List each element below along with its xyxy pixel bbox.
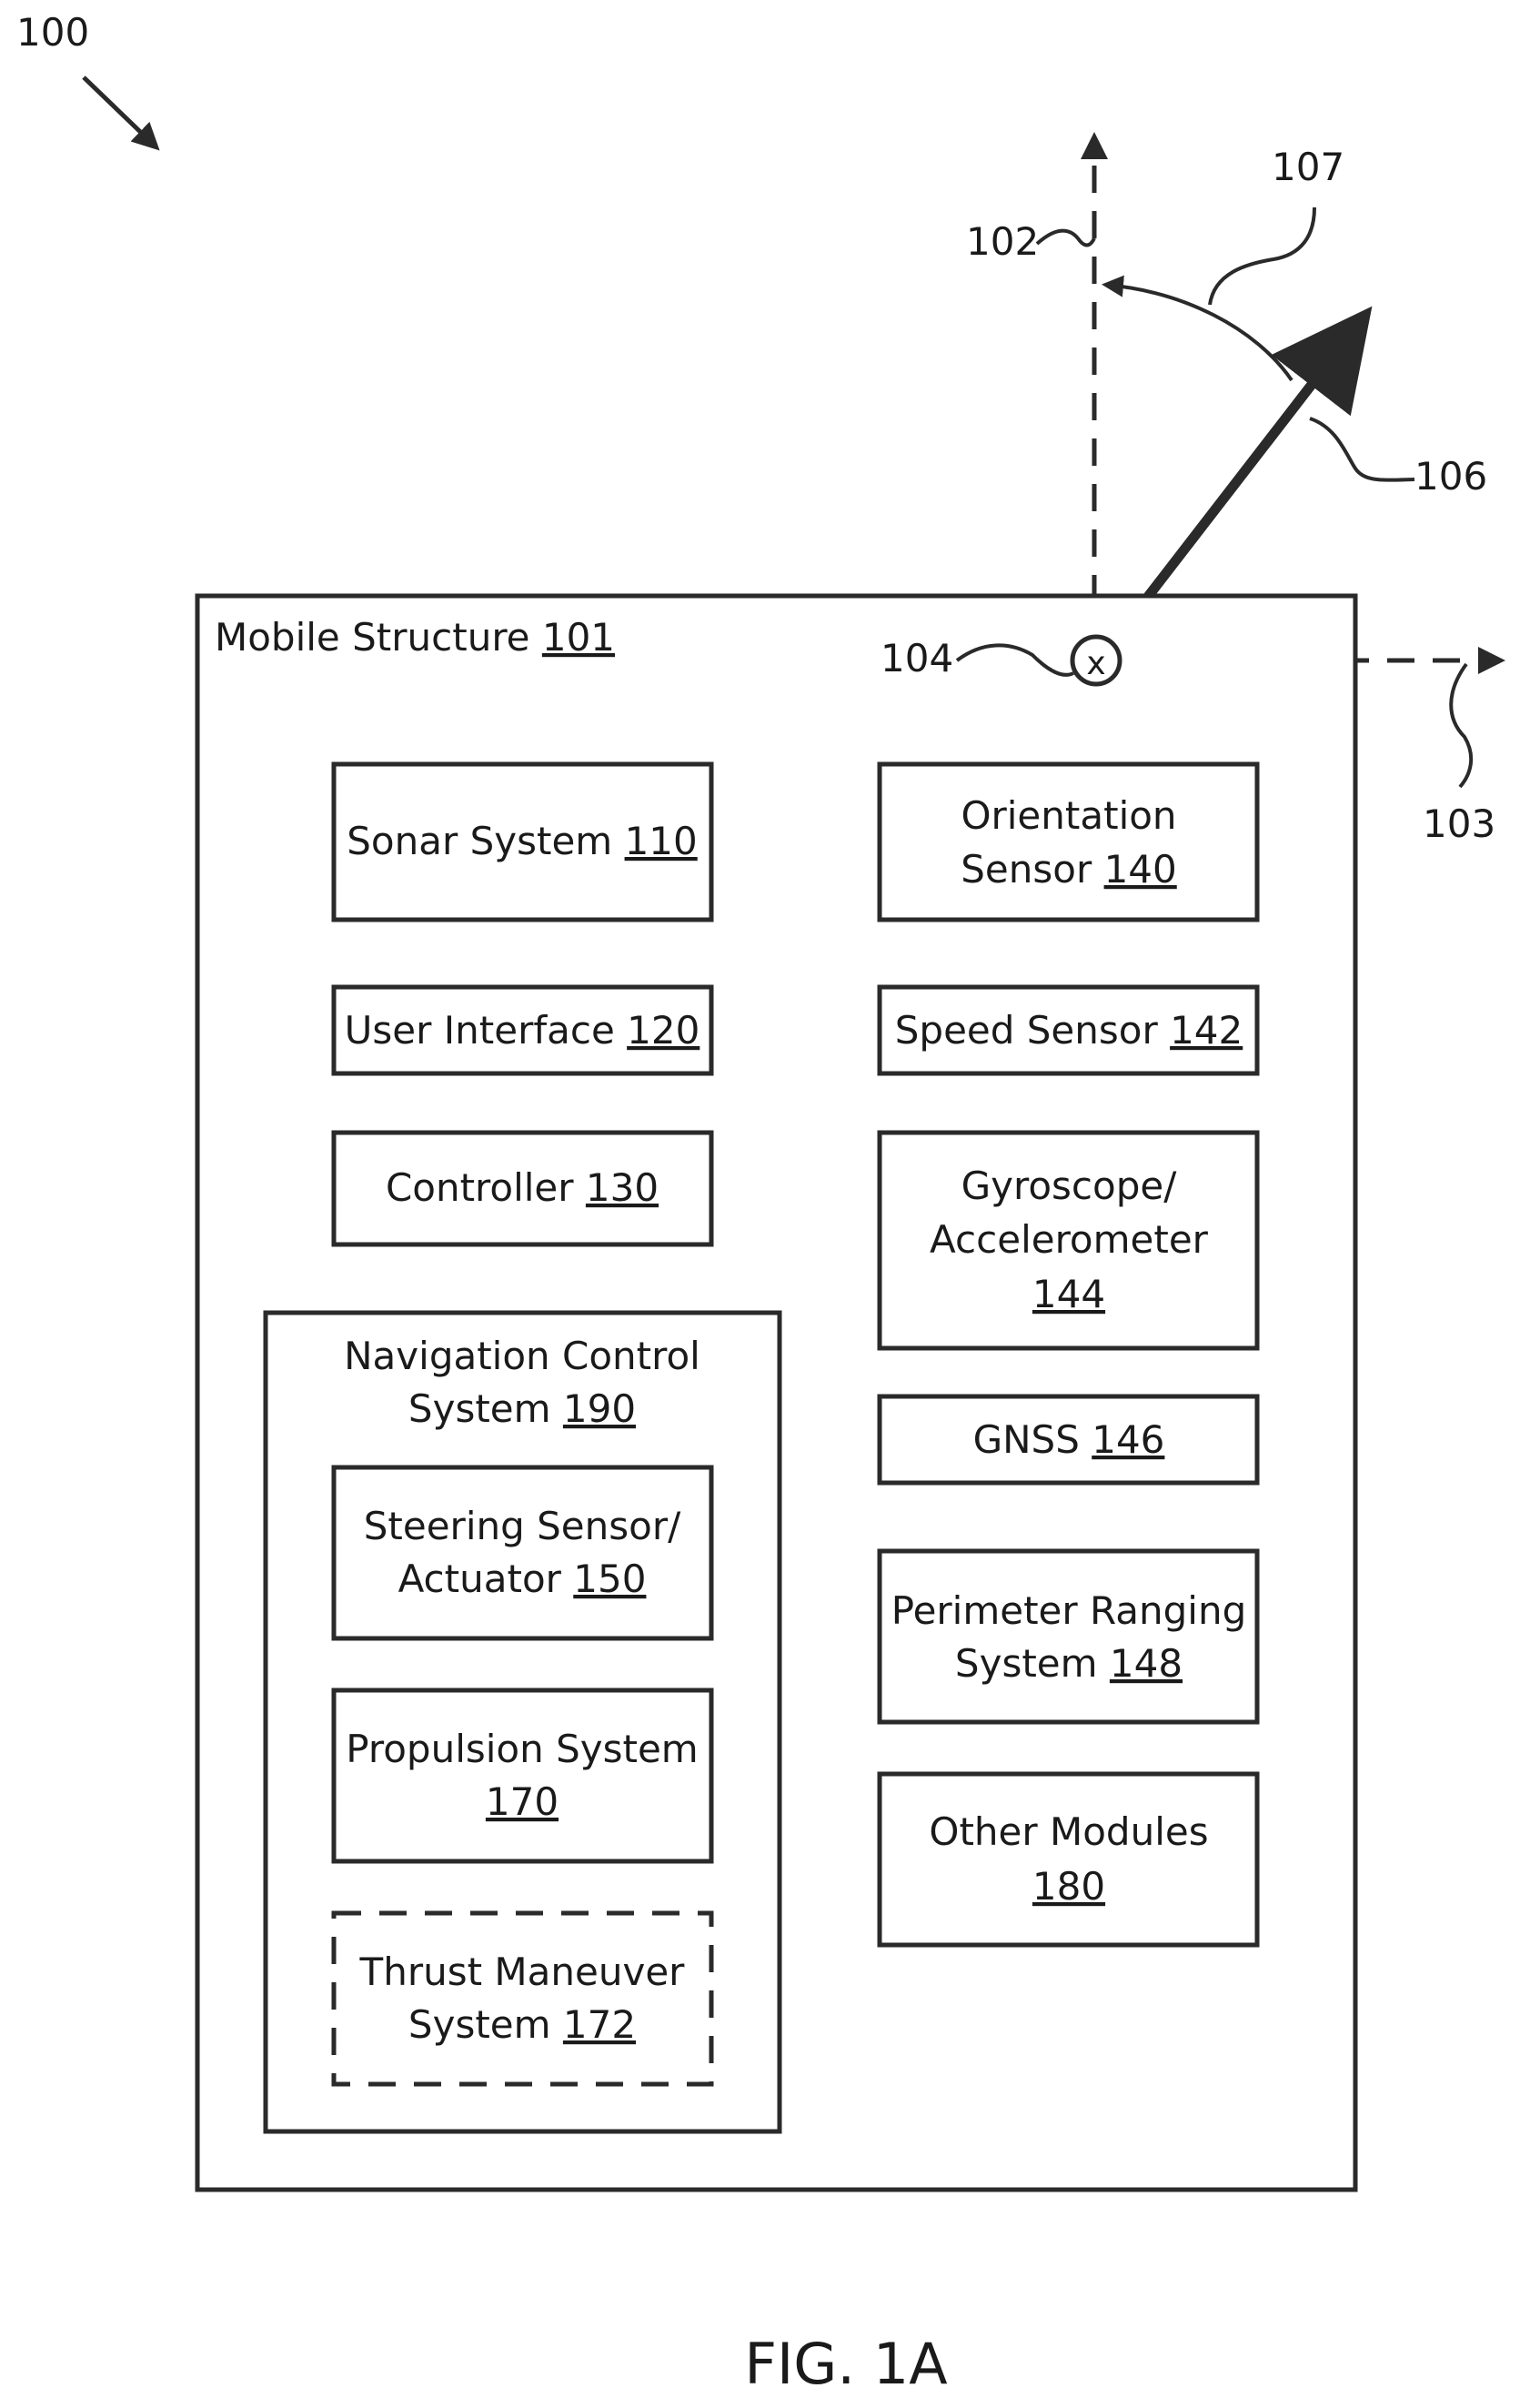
figure-caption: FIG. 1A [744, 2331, 947, 2397]
steering-line2: Actuator 150 [398, 1557, 647, 1601]
ref-103-label: 103 [1423, 801, 1495, 846]
propulsion-num: 170 [486, 1779, 559, 1824]
other-line1: Other Modules [929, 1809, 1208, 1854]
module-propulsion-system [334, 1690, 711, 1861]
mobile-structure-label: Mobile Structure 101 [215, 615, 615, 660]
ref-100-arrow [84, 77, 156, 147]
orientation-line1: Orientation [961, 793, 1176, 838]
nav-line1: Navigation Control [344, 1334, 700, 1378]
ref-102-leader [1037, 231, 1094, 246]
gyro-line2: Accelerometer [930, 1217, 1209, 1262]
sonar-label: Sonar System 110 [347, 819, 697, 863]
controller-label: Controller 130 [386, 1165, 659, 1210]
ref-100-label: 100 [16, 10, 89, 55]
speed-label: Speed Sensor 142 [895, 1008, 1243, 1053]
ref-104-label: 104 [881, 636, 953, 680]
angle-arc-107 [1105, 285, 1292, 380]
steering-line1: Steering Sensor/ [364, 1504, 681, 1548]
user-interface-label: User Interface 120 [345, 1008, 700, 1053]
ref-103-leader [1451, 664, 1471, 787]
thrust-line1: Thrust Maneuver [359, 1950, 686, 1994]
nav-line2: System 190 [408, 1386, 636, 1431]
module-orientation-sensor [880, 764, 1257, 920]
module-other-modules [880, 1774, 1257, 1945]
perimeter-line1: Perimeter Ranging [891, 1588, 1247, 1633]
ref-107-leader [1210, 207, 1314, 305]
ref-106-leader [1310, 418, 1414, 480]
thrust-line2: System 172 [408, 2002, 636, 2047]
orientation-line2: Sensor 140 [961, 847, 1177, 892]
propulsion-line1: Propulsion System [346, 1727, 698, 1771]
other-num: 180 [1032, 1864, 1105, 1909]
gnss-label: GNSS 146 [973, 1417, 1165, 1462]
gyro-num: 144 [1032, 1272, 1105, 1316]
ref-106-label: 106 [1414, 454, 1487, 499]
origin-marker-x: x [1086, 645, 1105, 682]
module-perimeter-ranging [880, 1551, 1257, 1722]
module-steering-sensor-actuator [334, 1467, 711, 1638]
gyro-line1: Gyroscope/ [961, 1164, 1178, 1208]
ref-107-label: 107 [1272, 145, 1344, 189]
perimeter-line2: System 148 [955, 1641, 1183, 1686]
ref-102-label: 102 [966, 219, 1039, 264]
